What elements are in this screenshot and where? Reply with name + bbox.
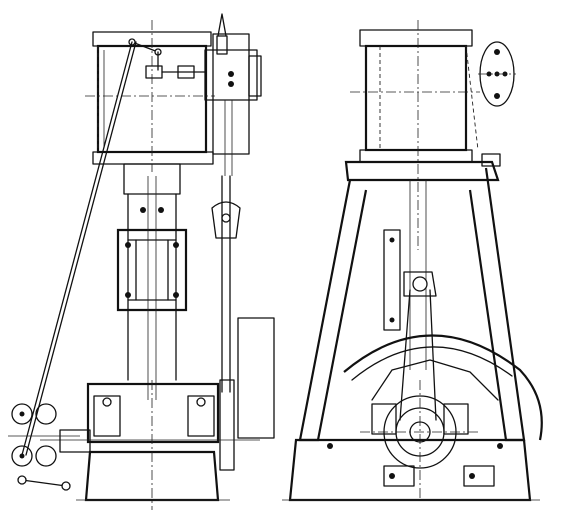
- front-base: [76, 380, 230, 510]
- front-elevation-view: [8, 13, 275, 510]
- side-flywheel: [343, 334, 543, 441]
- front-eccentric-rod: [211, 175, 241, 471]
- front-lower-linkage: [8, 403, 80, 491]
- side-base: [282, 438, 540, 502]
- front-long-rod: [21, 41, 133, 456]
- front-main-bearings: [40, 382, 260, 453]
- side-connecting-rod: [399, 271, 437, 421]
- side-crank-bearing: [360, 380, 480, 500]
- side-oval-flange: [478, 41, 516, 107]
- front-frame: [116, 163, 188, 400]
- side-cylinder: [350, 20, 480, 250]
- side-elevation-view: [282, 20, 543, 502]
- front-cylinder: [85, 20, 215, 172]
- front-flywheel-edge: [237, 317, 275, 439]
- front-valve-chest: [204, 13, 262, 176]
- front-governor-linkage: [128, 38, 206, 79]
